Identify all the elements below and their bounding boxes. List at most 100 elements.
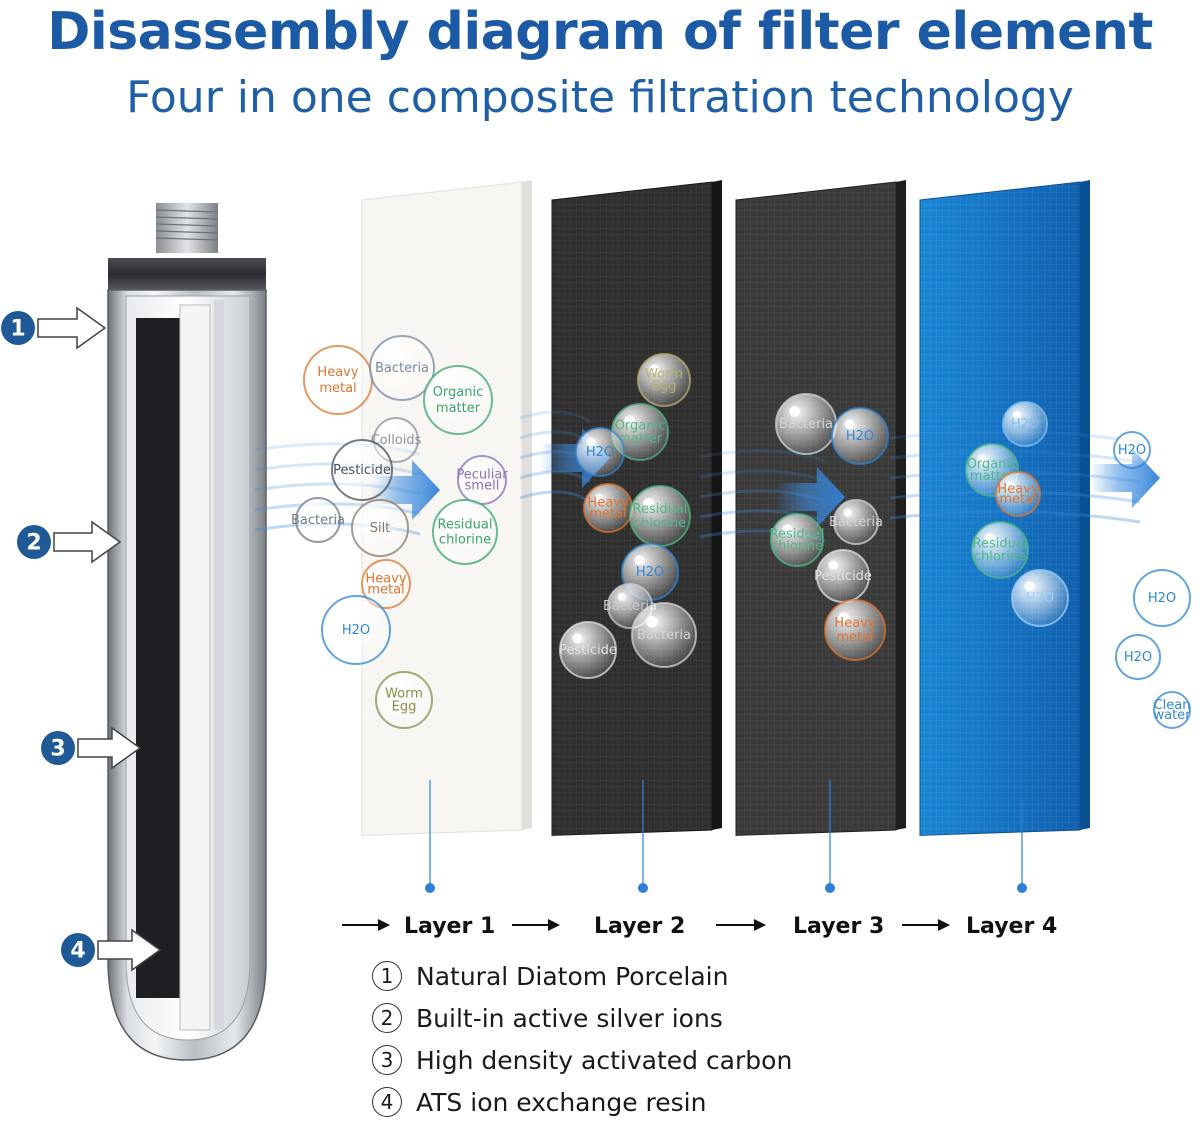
bubble-highlight [305,506,314,515]
bubble-highlight [336,609,350,622]
bubble-highlight [388,683,399,694]
legend-item: 4 ATS ion exchange resin [372,1081,892,1123]
bubble-highlight [1012,410,1021,419]
sequence-arrow [342,919,390,931]
carbon-core [136,318,180,998]
legend: 1 Natural Diatom Porcelain 2 Built-in ac… [372,955,892,1123]
callout-number: 1 [10,317,25,342]
bubble-label: Bacteria [829,515,883,530]
bubble-highlight [649,364,659,374]
silver-layer [214,300,224,1030]
callout-number: 4 [70,939,85,964]
bubble-label: H2O [846,429,874,444]
bubble-highlight [364,511,375,522]
sequence-arrow [716,919,766,931]
bubble-left: H2O [321,595,391,665]
bubble-highlight [634,555,645,566]
bubble-label: Bacteria [779,417,833,432]
flow-stream [699,509,826,523]
layer-label-4: Layer 4 [966,914,1057,939]
leader-dot [638,883,648,893]
bubble-label: H2O [342,623,370,638]
flow-arrowhead [775,467,845,527]
bubble-label: Bacteria [291,513,345,528]
bubble-highlight [624,415,635,426]
bubble-highlight [594,493,604,503]
panel-edge [1080,180,1090,830]
flow-stream [519,410,591,424]
bubble-highlight [345,452,356,463]
bubble-highlight [572,633,583,644]
bubble-label: H2O [1118,443,1146,458]
bubble-highlight [586,437,596,447]
bubble-highlight [384,348,396,361]
callout-1: 1 [1,306,107,350]
legend-number: 3 [372,1045,402,1075]
bubble-highlight [984,533,995,544]
panel-texture [920,182,1080,836]
bubble-highlight [1005,480,1014,489]
thread-lines [155,209,219,241]
legend-item: 1 Natural Diatom Porcelain [372,955,892,997]
bubble-label: Silt [370,521,391,536]
bubble-highlight [789,406,800,417]
bubble-highlight [1121,439,1129,446]
bubble-highlight [838,612,849,623]
legend-text: Natural Diatom Porcelain [416,961,729,991]
callout-circle [61,933,95,967]
panel-edge [712,180,722,830]
bubble-label: H2O [1124,650,1152,665]
callout-arrow [77,726,142,770]
bubble-layer2: H2O [575,427,625,477]
bubble-left: Bacteria [291,497,345,543]
top-cap [108,258,266,290]
bubble-layer3: Bacteria [829,499,883,545]
bubble-highlight [318,359,332,372]
callout-4: 4 [61,928,162,972]
bubble-highlight [782,524,792,534]
arrow-head [938,919,950,931]
callout-number: 3 [50,737,65,762]
legend-number: 1 [372,961,402,991]
bubble-highlight [646,615,658,628]
bubble-highlight [1024,581,1035,592]
bubble-highlight [383,426,392,435]
callout-circle [1,311,35,345]
bubble-label: H2O [636,565,664,580]
layer-label-2: Layer 2 [594,914,685,939]
bubble-layer3: Bacteria [775,393,837,455]
bubble-right: H2O [1133,569,1191,627]
bubble-layer2: Pesticide [559,621,617,679]
bubble-label: Colloids [371,433,422,448]
callout-circle [41,731,75,765]
bubble-right: H2O [1115,634,1161,680]
bubble-label: H2O [1148,591,1176,606]
bubble-layer2: Bacteria [631,602,697,668]
bubble-label: H2O [586,445,614,460]
bubble-highlight [617,592,626,601]
bubble-highlight [438,379,452,392]
bubble-label: Pesticide [814,569,872,584]
bubble-layer3: Pesticide [814,549,872,603]
